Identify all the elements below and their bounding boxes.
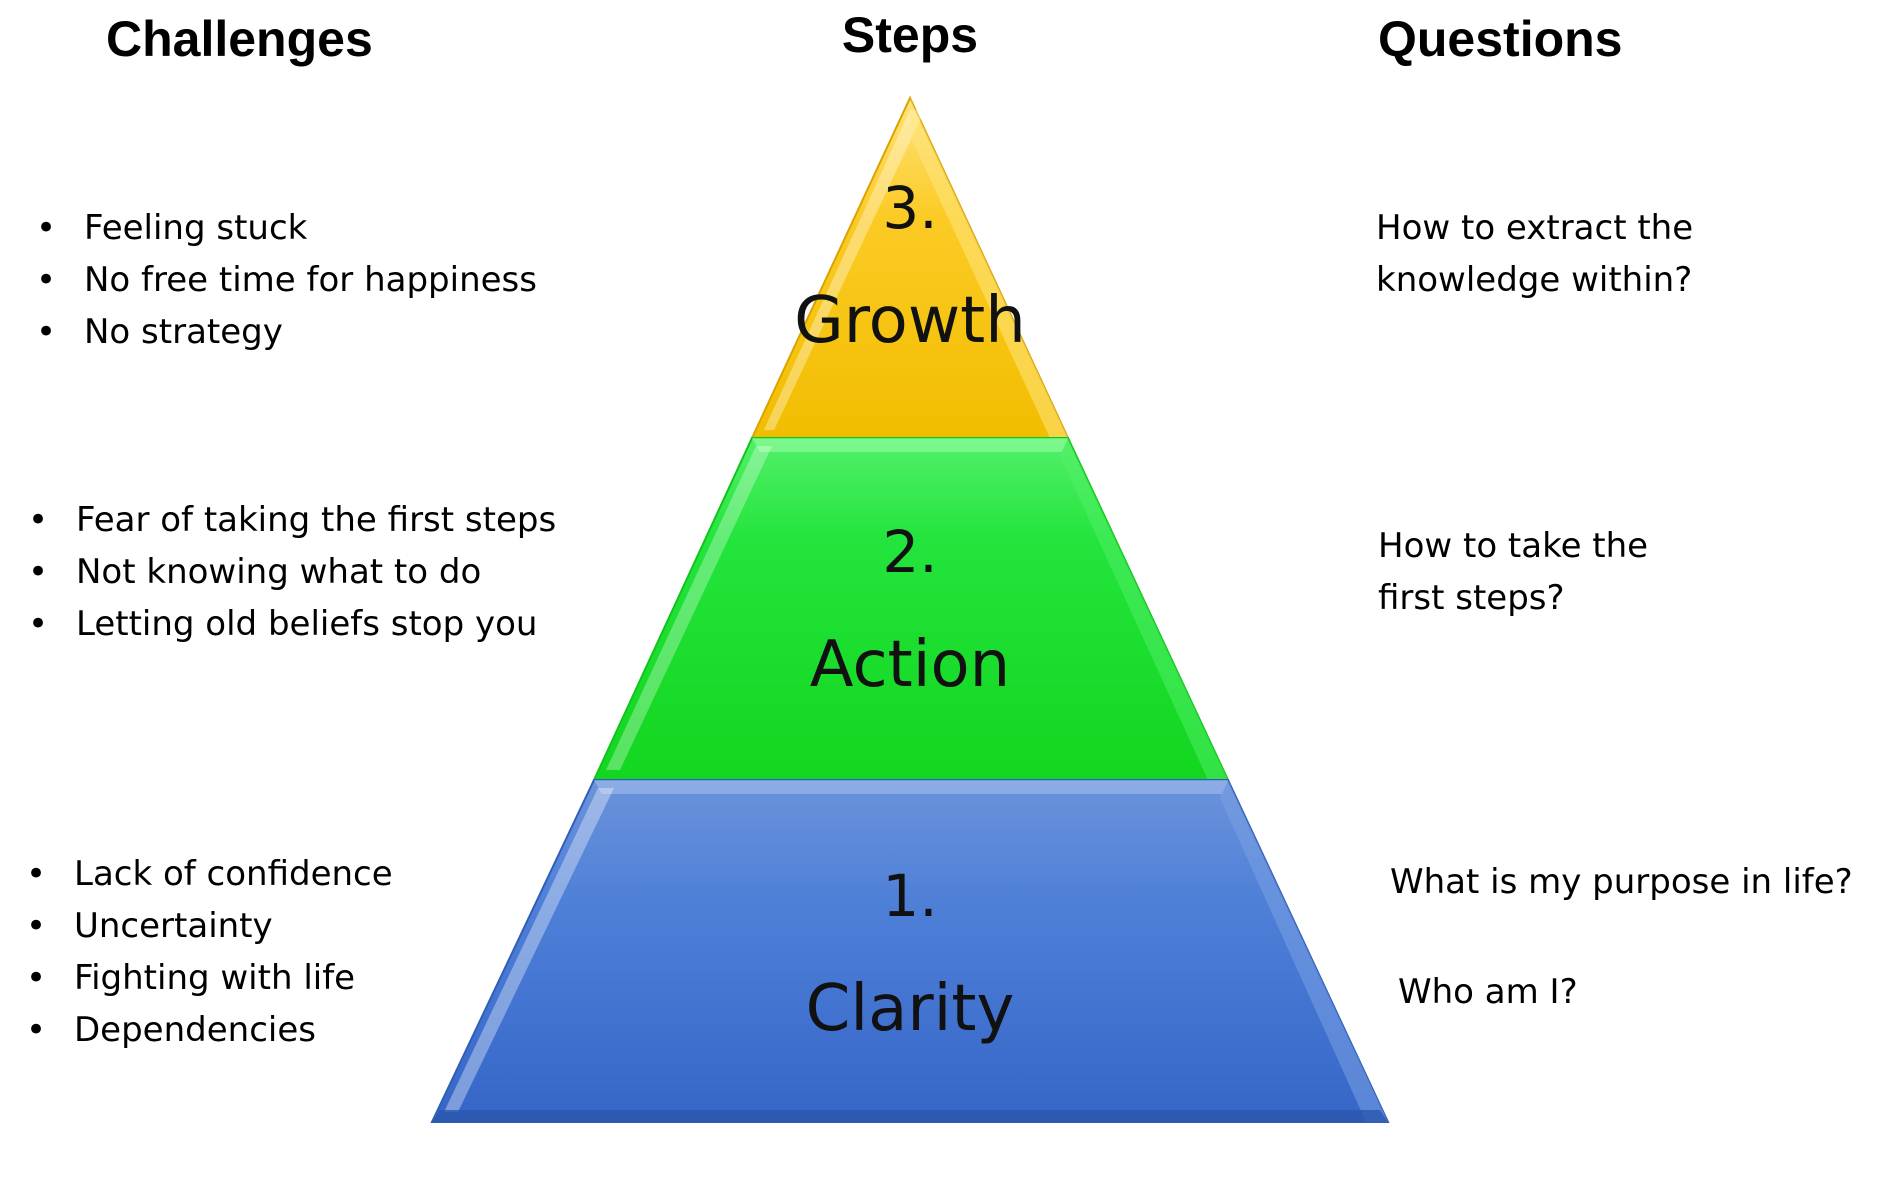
tier-clarity-name: Clarity — [806, 972, 1015, 1046]
question-action: How to take the first steps? — [1378, 526, 1649, 618]
tier-clarity-number: 1. — [882, 862, 937, 930]
tier-growth-number: 3. — [882, 174, 937, 242]
list-item: Fighting with life — [22, 952, 393, 1004]
tier-growth-highlight — [764, 110, 925, 430]
tier-clarity: 1. Clarity — [430, 779, 1390, 1123]
question-clarity-purpose: What is my purpose in life? — [1390, 862, 1853, 902]
challenges-list-action: Fear of taking the first steps Not knowi… — [24, 494, 556, 650]
steps-heading: Steps — [841, 7, 979, 63]
list-item: Letting old beliefs stop you — [24, 598, 556, 650]
challenges-list-growth: Feeling stuck No free time for happiness… — [32, 202, 537, 358]
tier-clarity-bottom-edge — [432, 1110, 1388, 1122]
list-item: Lack of confidence — [22, 848, 393, 900]
tier-growth-bevel — [910, 98, 1068, 438]
tier-action-left-highlight — [606, 446, 772, 770]
tier-growth: 3. Growth — [750, 95, 1070, 439]
tier-growth-name: Growth — [794, 284, 1026, 358]
tier-clarity-right-bevel — [1220, 780, 1388, 1122]
tier-action-number: 2. — [882, 518, 937, 586]
tier-clarity-top-highlight — [594, 780, 1228, 794]
list-item: Not knowing what to do — [24, 546, 556, 598]
list-item: No strategy — [32, 306, 537, 358]
tier-growth-shape — [750, 95, 1070, 439]
list-item: Uncertainty — [22, 900, 393, 952]
tier-action: 2. Action — [592, 437, 1230, 781]
tier-action-name: Action — [810, 628, 1010, 702]
challenges-heading: Challenges — [106, 11, 373, 67]
list-item: No free time for happiness — [32, 254, 537, 306]
tier-action-right-bevel — [1060, 438, 1228, 780]
challenges-list-clarity: Lack of confidence Uncertainty Fighting … — [22, 848, 393, 1056]
list-item: Dependencies — [22, 1004, 393, 1056]
question-clarity-identity: Who am I? — [1398, 972, 1578, 1012]
tier-action-top-highlight — [752, 438, 1068, 452]
questions-heading: Questions — [1378, 11, 1623, 67]
list-item: Feeling stuck — [32, 202, 537, 254]
list-item: Fear of taking the first steps — [24, 494, 556, 546]
tier-clarity-left-highlight — [444, 788, 614, 1112]
question-growth: How to extract the knowledge within? — [1376, 208, 1694, 300]
